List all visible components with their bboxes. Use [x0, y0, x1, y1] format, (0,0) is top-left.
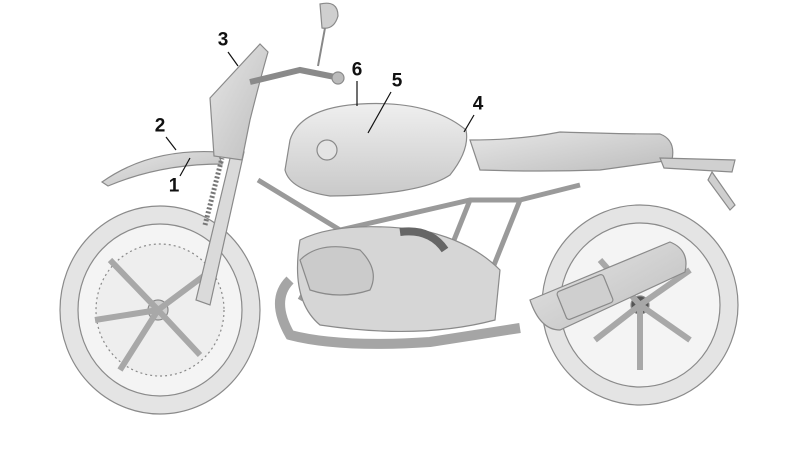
callout-5: 5	[391, 70, 403, 92]
callout-6: 6	[351, 59, 363, 81]
seat	[469, 131, 674, 172]
callout-3: 3	[217, 29, 229, 51]
headlight-fairing	[209, 43, 269, 161]
callout-2: 2	[154, 115, 166, 137]
callout-lines	[165, 51, 475, 177]
front-fender	[100, 150, 223, 187]
fuel-tank	[284, 102, 468, 197]
callout-4: 4	[472, 93, 484, 115]
front-wheel	[59, 205, 261, 415]
exhaust-header	[275, 276, 521, 349]
callout-1: 1	[168, 175, 180, 197]
